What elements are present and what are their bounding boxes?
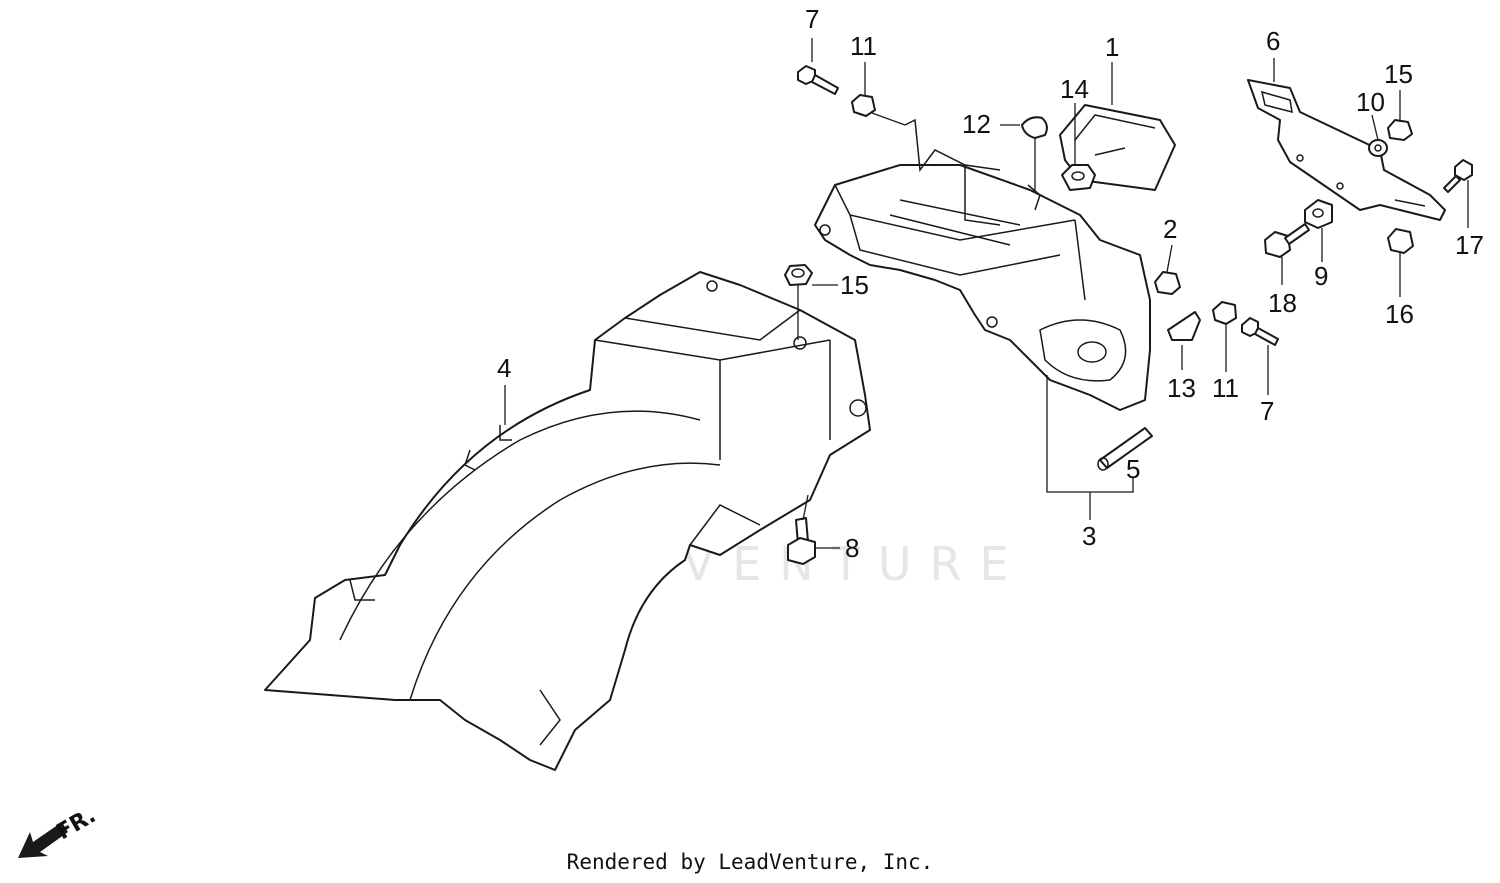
callout-7-top: 7 xyxy=(805,4,819,34)
front-direction-label: FR. xyxy=(53,803,101,845)
bolt-7-lower xyxy=(1241,317,1279,346)
callout-4: 4 xyxy=(497,353,511,383)
washer-10 xyxy=(1368,139,1388,157)
nut-15-right xyxy=(1387,119,1413,141)
callout-18: 18 xyxy=(1268,288,1297,318)
callout-6: 6 xyxy=(1266,26,1280,56)
callout-10: 10 xyxy=(1356,87,1385,117)
callout-14: 14 xyxy=(1060,74,1089,104)
leader-lines xyxy=(504,38,1469,549)
callout-labels: 7 11 12 14 1 15 4 8 2 13 11 7 5 3 6 15 1… xyxy=(497,4,1484,563)
callout-11-top: 11 xyxy=(850,31,877,61)
callout-13: 13 xyxy=(1167,373,1196,403)
bolt-17 xyxy=(1443,159,1473,193)
callout-15-mid: 15 xyxy=(840,270,869,300)
nut-15-mid xyxy=(784,264,813,286)
callout-12: 12 xyxy=(962,109,991,139)
nut-2 xyxy=(1154,271,1181,295)
bolt-8 xyxy=(787,517,816,565)
callout-8: 8 xyxy=(845,533,859,563)
bolt-18 xyxy=(1264,223,1310,258)
callout-11-lower: 11 xyxy=(1212,373,1239,403)
nut-14 xyxy=(1061,164,1096,191)
grommet-12 xyxy=(1021,116,1048,139)
footer-credit: Rendered by LeadVenture, Inc. xyxy=(566,850,934,874)
collar-11-top xyxy=(851,94,876,117)
callout-5: 5 xyxy=(1126,454,1140,484)
callout-1: 1 xyxy=(1105,32,1119,62)
callout-3: 3 xyxy=(1082,521,1096,551)
callout-16: 16 xyxy=(1385,299,1414,329)
callout-17: 17 xyxy=(1455,230,1484,260)
collar-9 xyxy=(1304,199,1333,229)
bracket-6 xyxy=(1247,79,1446,221)
callout-2: 2 xyxy=(1163,214,1177,244)
callout-9: 9 xyxy=(1314,261,1328,291)
callout-7-lower: 7 xyxy=(1260,396,1274,426)
bolt-7-top xyxy=(797,65,839,95)
license-holder-assembly xyxy=(814,118,1151,411)
nut-16 xyxy=(1387,228,1414,254)
reflector-bolt xyxy=(1097,427,1153,471)
clip-13 xyxy=(1167,311,1201,341)
rear-fender xyxy=(264,271,871,771)
collar-11-lower xyxy=(1212,301,1237,325)
callout-15-right: 15 xyxy=(1384,59,1413,89)
